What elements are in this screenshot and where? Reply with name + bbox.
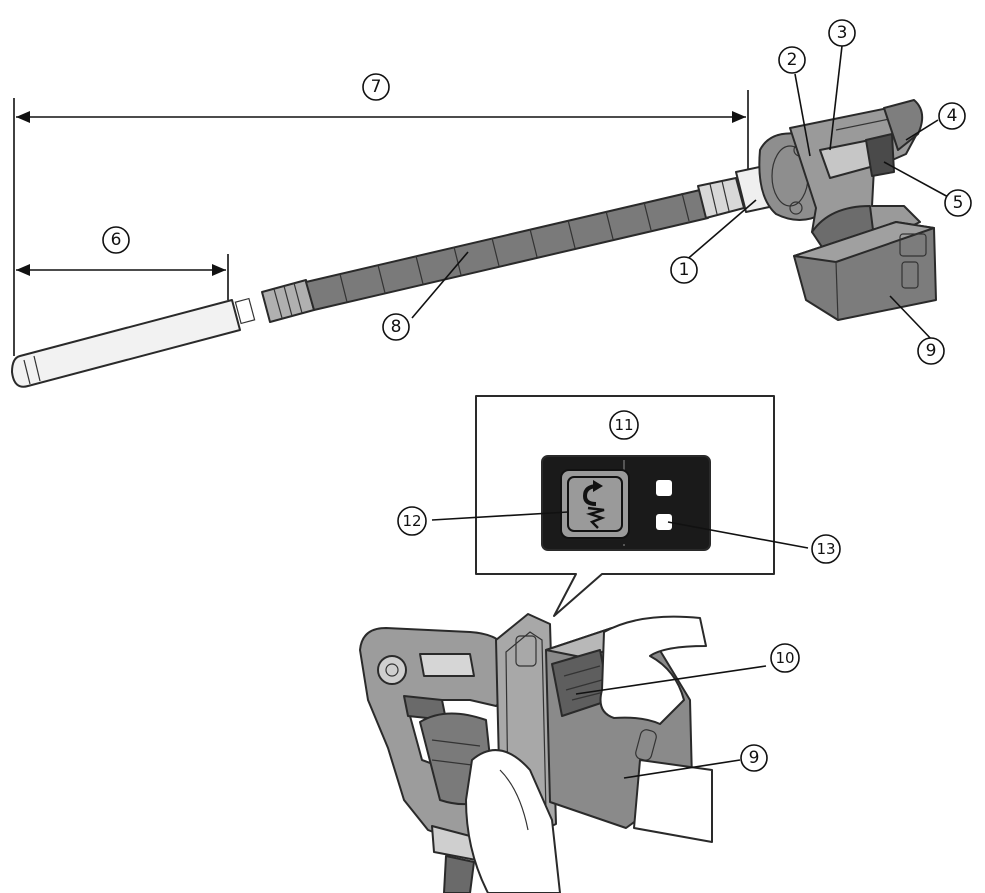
mode-button[interactable] [560, 469, 630, 539]
leader-10 [575, 665, 767, 695]
callout-10: 10 [770, 643, 800, 673]
leader-12 [431, 511, 569, 521]
leader-9b [623, 759, 741, 779]
battery-pack-top [793, 221, 937, 321]
callout-label: 4 [947, 106, 958, 126]
flexible-shaft [305, 189, 709, 311]
leader-1 [683, 199, 757, 263]
callout-label: 9 [749, 748, 760, 768]
callout-label: 10 [775, 649, 794, 667]
leader-5 [883, 161, 951, 199]
callout-9-top: 9 [917, 337, 945, 365]
callout-label: 8 [391, 317, 402, 337]
callout-label: 6 [111, 230, 122, 250]
control-panel [541, 455, 711, 551]
spiral-drill-icon [582, 480, 606, 529]
callout-8: 8 [382, 313, 410, 341]
motor-body [758, 99, 924, 263]
dimension-head-length [16, 254, 229, 300]
callout-label: 1 [679, 260, 690, 280]
vibrator-head [11, 297, 256, 388]
callout-label: 12 [402, 512, 421, 530]
callout-4: 4 [938, 102, 966, 130]
leader-3 [829, 45, 843, 151]
leader-9a [889, 295, 935, 343]
indicator-lamp-lower [656, 514, 672, 530]
indicator-lamp-icon [656, 480, 672, 496]
callout-label: 3 [837, 23, 848, 43]
callout-7: 7 [362, 73, 390, 101]
tool-overview [11, 45, 951, 388]
battery-insertion-detail [359, 395, 809, 893]
callout-1: 1 [670, 256, 698, 284]
callout-label: 9 [926, 341, 937, 361]
leader-8 [411, 251, 469, 319]
callout-9-bottom: 9 [740, 744, 768, 772]
dimension-overall-length [13, 90, 749, 356]
callout-label: 13 [816, 540, 835, 558]
leader-4 [905, 119, 939, 141]
callout-3: 3 [828, 19, 856, 47]
callout-12: 12 [397, 506, 427, 536]
callout-5: 5 [944, 189, 972, 217]
callout-label: 7 [371, 77, 382, 97]
hands [465, 615, 713, 893]
leader-13 [667, 521, 809, 549]
callout-label: 2 [787, 50, 798, 70]
callout-label: 11 [614, 416, 633, 434]
callout-6: 6 [102, 226, 130, 254]
callout-11: 11 [609, 410, 639, 440]
head-coupling [261, 279, 315, 323]
callout-label: 5 [953, 193, 964, 213]
callout-2: 2 [778, 46, 806, 74]
callout-13: 13 [811, 534, 841, 564]
leader-2 [794, 73, 811, 157]
